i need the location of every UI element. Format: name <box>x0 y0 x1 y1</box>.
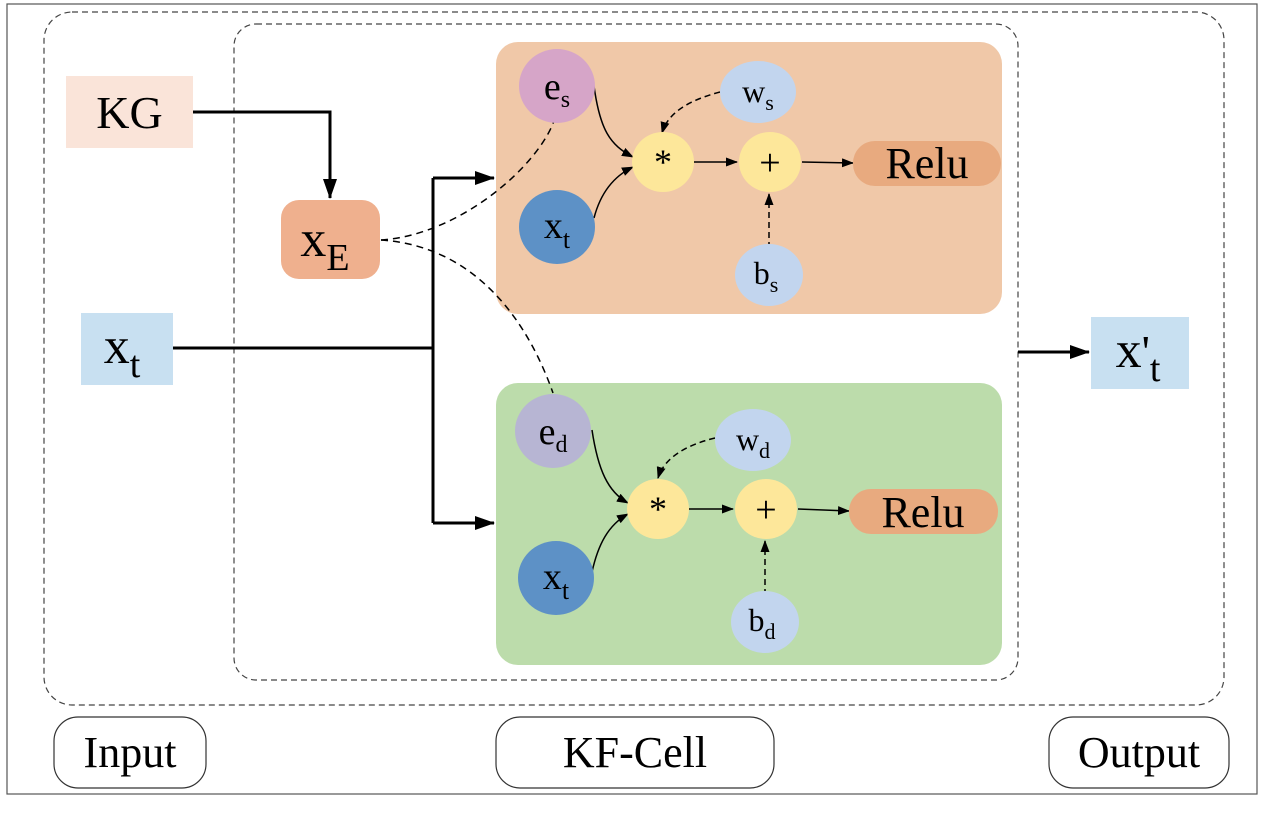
top-relu-label: Relu <box>885 139 968 188</box>
input-tag-box <box>53 716 207 789</box>
bottom-xt-label: xt <box>543 556 570 605</box>
output-tag: Output <box>1078 728 1200 777</box>
top-es-label: es <box>544 66 570 113</box>
xe-to-es-dashed <box>380 117 556 241</box>
bottom-add-to-relu <box>797 506 850 516</box>
top-branch: es xt ws * + bs Relu <box>519 49 1001 306</box>
top-xt-node <box>519 190 595 264</box>
kf-cell-tag: KF-Cell <box>563 728 707 777</box>
input-tag: Input <box>84 728 177 777</box>
top-mul-label: * <box>654 142 672 182</box>
top-add-node <box>739 132 801 192</box>
xt-input-box <box>81 313 173 385</box>
xe-to-ed-dashed <box>380 239 554 394</box>
bottom-relu-node <box>849 489 998 534</box>
top-xt-label: xt <box>544 205 571 254</box>
top-mul-node <box>632 132 694 192</box>
output-tag-box <box>1048 716 1230 789</box>
kg-label: KG <box>96 87 162 138</box>
bottom-xt-node <box>518 541 594 615</box>
xe-label: xE <box>300 211 349 279</box>
bottom-mul-label: * <box>649 489 667 529</box>
bottom-wd-label: wd <box>736 421 770 463</box>
top-add-label: + <box>759 142 780 184</box>
bottom-wd-to-mul <box>656 437 716 479</box>
top-bs-node <box>735 244 803 306</box>
kg-box <box>66 76 193 148</box>
xt-input-label: xt <box>104 318 141 386</box>
bottom-add-node <box>735 479 797 539</box>
bottom-ed-node <box>515 394 591 468</box>
kg-to-xe-arrow <box>193 110 337 199</box>
top-bs-label: bs <box>754 255 779 297</box>
top-relu-node <box>853 141 1001 186</box>
output-box <box>1091 317 1189 389</box>
kf-cell-tag-box <box>495 716 775 789</box>
top-ws-node <box>720 61 796 123</box>
bottom-branch: ed xt wd * + bd Relu <box>515 394 998 653</box>
top-xt-to-mul <box>593 166 634 219</box>
output-label: x't <box>1116 322 1161 390</box>
bottom-add-label: + <box>755 489 776 531</box>
top-ws-to-mul <box>660 91 721 134</box>
bottom-mul-node <box>627 479 689 539</box>
bottom-bd-node <box>731 591 799 653</box>
bottom-ed-to-mul <box>591 429 629 504</box>
top-ws-label: ws <box>742 73 774 115</box>
bottom-wd-node <box>715 409 791 471</box>
top-add-to-relu <box>801 158 854 168</box>
top-es-to-mul <box>593 85 634 158</box>
xe-box <box>281 200 380 279</box>
top-es-node <box>519 49 595 123</box>
bottom-bd-label: bd <box>749 602 776 644</box>
bottom-relu-label: Relu <box>881 488 964 537</box>
bottom-ed-label: ed <box>539 411 568 458</box>
bottom-xt-to-mul <box>591 513 629 573</box>
model-dashed-border <box>43 11 1225 706</box>
